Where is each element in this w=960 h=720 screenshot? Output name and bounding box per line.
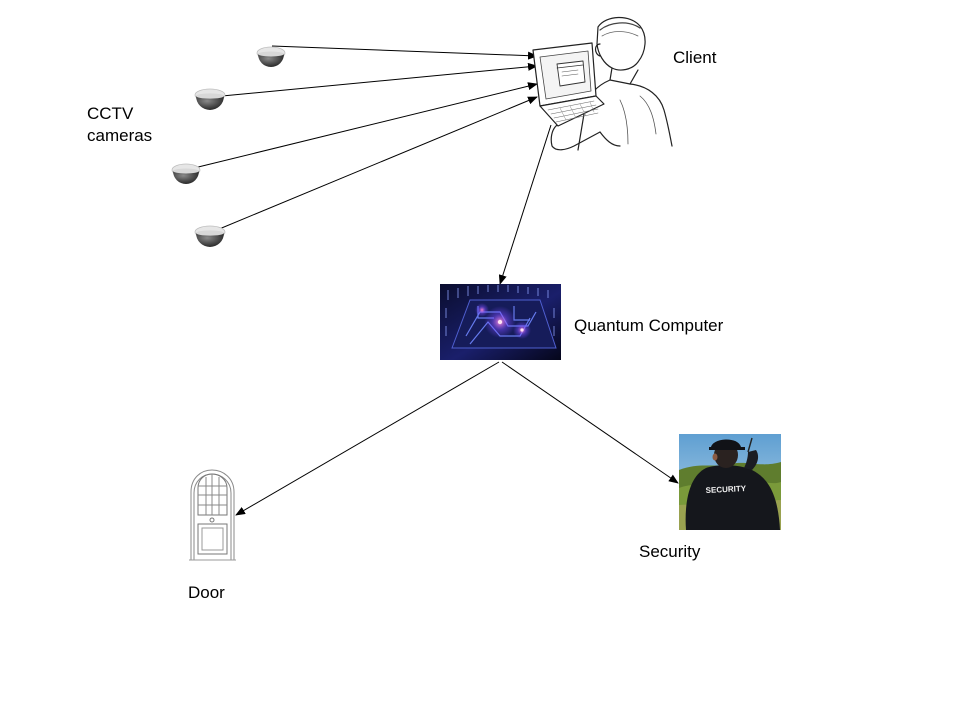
cctv-camera-1 bbox=[256, 46, 286, 67]
quantum-computer-label: Quantum Computer bbox=[574, 316, 724, 335]
security-badge-text: SECURITY bbox=[705, 484, 747, 495]
edge-quantum-to-door bbox=[235, 361, 500, 516]
cctv-dome-camera-icon bbox=[194, 88, 226, 110]
security-label: Security bbox=[639, 542, 701, 561]
edge-quantum-to-security bbox=[501, 361, 679, 484]
quantum-chip-image bbox=[440, 284, 561, 360]
edge-camera-2-to-client bbox=[221, 62, 538, 97]
cctv-camera-2 bbox=[194, 88, 226, 110]
client-label: Client bbox=[673, 48, 717, 67]
cctv-dome-camera-icon bbox=[171, 163, 201, 184]
cctv-label-line-2: cameras bbox=[87, 126, 153, 145]
person-with-laptop-illustration bbox=[532, 16, 673, 151]
cctv-camera-3 bbox=[171, 163, 201, 184]
security-guard-photo: SECURITY bbox=[679, 434, 781, 530]
cctv-label-line-1: CCTV bbox=[87, 104, 134, 123]
cctv-cameras-label: CCTV cameras bbox=[87, 103, 152, 147]
edge-camera-4-to-client bbox=[211, 96, 538, 233]
door-icon bbox=[189, 469, 236, 561]
edge-camera-1-to-client bbox=[271, 45, 538, 60]
door-label: Door bbox=[188, 583, 225, 602]
edge-client-to-quantum bbox=[498, 124, 552, 285]
cctv-dome-camera-icon bbox=[256, 46, 286, 67]
edge-camera-3-to-client bbox=[189, 82, 538, 170]
cctv-dome-camera-icon bbox=[194, 225, 226, 247]
cctv-camera-4 bbox=[194, 225, 226, 247]
edges bbox=[189, 45, 679, 516]
